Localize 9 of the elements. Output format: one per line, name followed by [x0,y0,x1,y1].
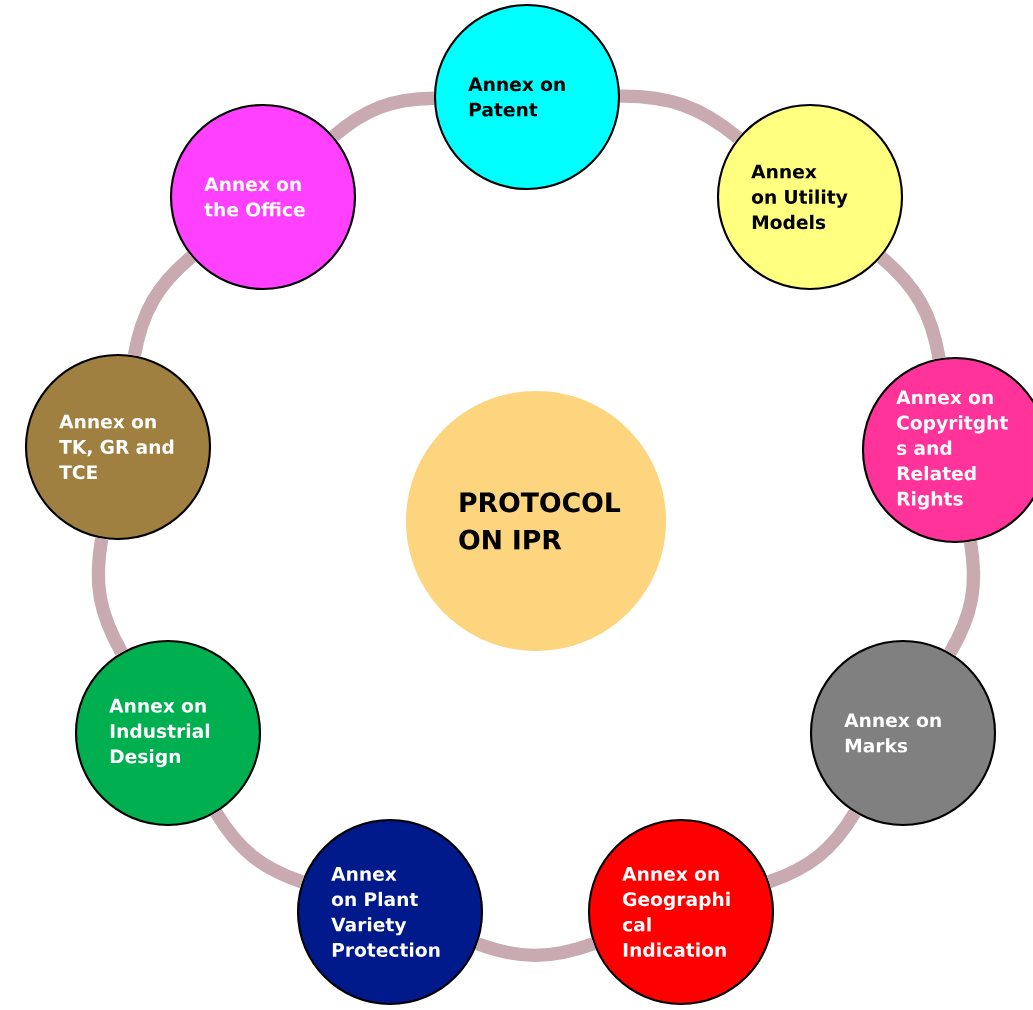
ring-segment [876,252,946,360]
ring-segment [475,937,596,963]
ring-segment [766,809,861,889]
ring-segment [329,91,435,142]
ring-segment [210,809,305,889]
ring-segment [91,537,128,656]
ring-segment [619,89,743,144]
ring-segment [127,251,196,357]
ring-segment [944,540,981,656]
